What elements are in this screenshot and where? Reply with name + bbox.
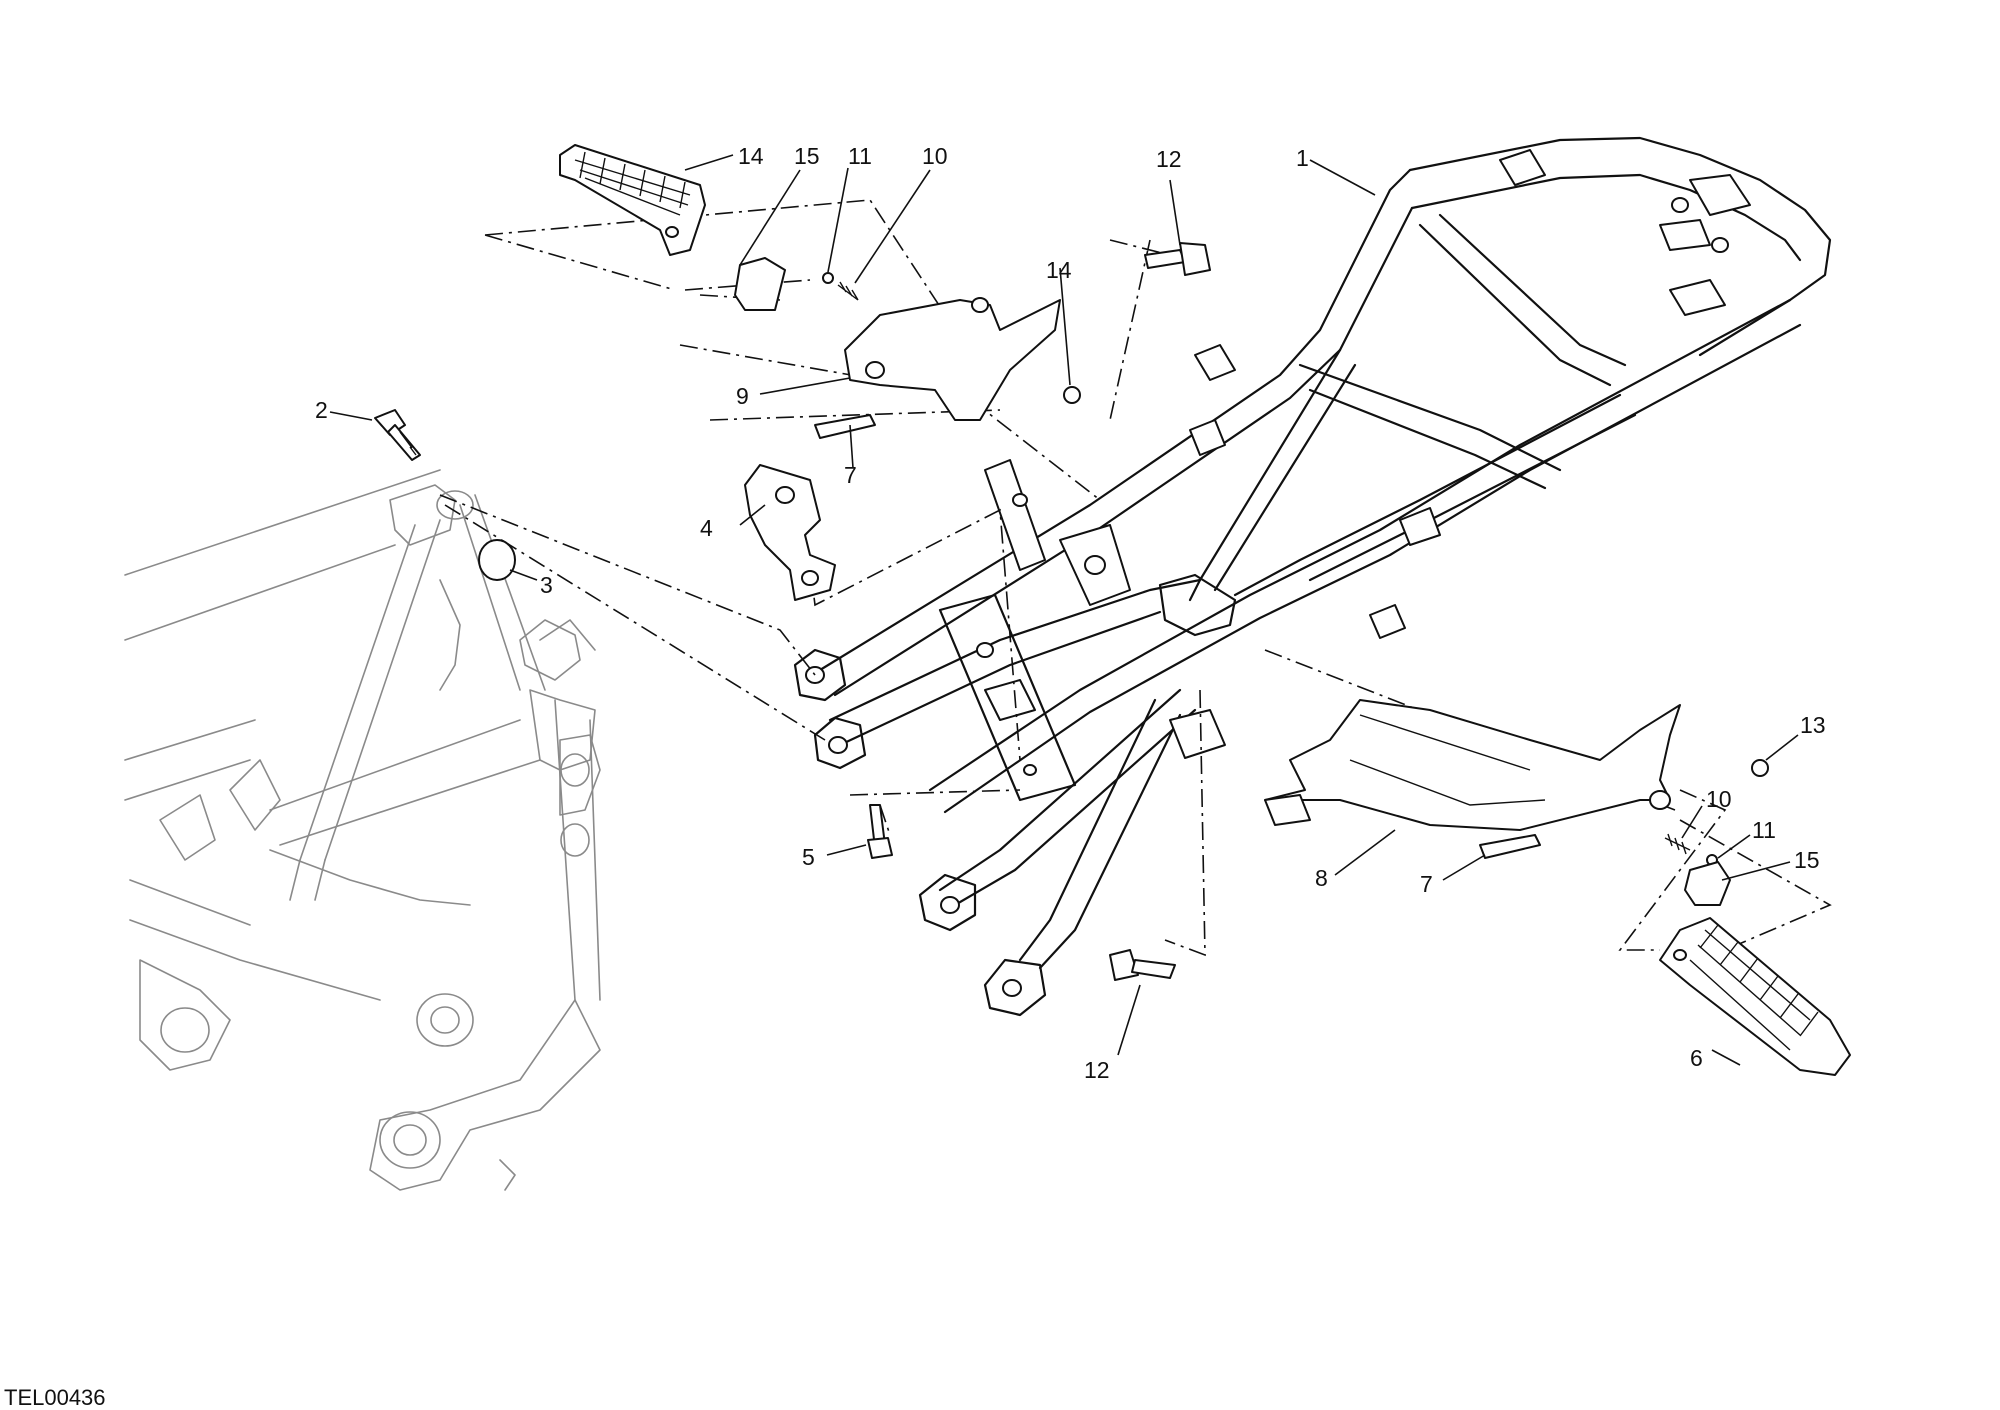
- right-block: [1684, 861, 1731, 906]
- assembly-lines: [439, 199, 1832, 957]
- spacer-nut: [478, 539, 516, 581]
- callout-7b: 7: [1420, 871, 1433, 897]
- left-block: [734, 257, 786, 311]
- callout-15a: 15: [794, 143, 820, 169]
- main-frame-ghost: [124, 469, 601, 1191]
- callout-12a: 12: [1156, 146, 1182, 172]
- callout-4: 4: [700, 515, 713, 541]
- right-spring: [1664, 833, 1691, 855]
- mount-clamp: [744, 464, 836, 601]
- callout-9: 9: [736, 383, 749, 409]
- callout-10b: 10: [1706, 786, 1732, 812]
- callout-3: 3: [540, 572, 553, 598]
- left-footpeg-bracket: [844, 297, 1061, 421]
- left-detent-ball: [822, 272, 834, 284]
- callout-10a: 10: [922, 143, 948, 169]
- callout-7a: 7: [844, 462, 857, 488]
- left-spring: [837, 281, 859, 301]
- rear-subframe: [793, 136, 1832, 1017]
- callout-5: 5: [802, 844, 815, 870]
- left-pivot-pin: [814, 414, 876, 439]
- bolt-upper-right: [1144, 242, 1211, 276]
- callout-2: 2: [315, 397, 328, 423]
- callout-12b: 12: [1084, 1057, 1110, 1083]
- callout-6: 6: [1690, 1045, 1703, 1071]
- right-pivot-pin: [1479, 834, 1541, 859]
- callout-11a: 11: [848, 143, 872, 169]
- callout-14b: 13: [1800, 712, 1826, 738]
- callout-1: 1: [1296, 145, 1309, 171]
- left-circlip: [1063, 386, 1081, 404]
- right-circlip: [1751, 759, 1769, 777]
- drawing-code: TEL00436: [4, 1385, 106, 1410]
- callout-8: 8: [1315, 865, 1328, 891]
- callout-11b: 11: [1752, 817, 1776, 843]
- right-footpeg: [1659, 917, 1851, 1076]
- parts: [374, 144, 1851, 1076]
- left-footpeg: [559, 144, 706, 256]
- bolt-small: [867, 804, 893, 859]
- callout-labels: 14 15 11 10 12 1 14 9 7 4 2 3 5 8 7 12 1…: [315, 143, 1826, 1083]
- callout-15b: 15: [1794, 847, 1820, 873]
- leader-lines: [329, 154, 1799, 1066]
- callout-13: 14: [738, 143, 764, 169]
- bolt-lower: [1109, 949, 1176, 981]
- right-footpeg-bracket: [1264, 699, 1681, 831]
- callout-14a: 14: [1046, 257, 1072, 283]
- bolt-upper-left: [374, 409, 421, 461]
